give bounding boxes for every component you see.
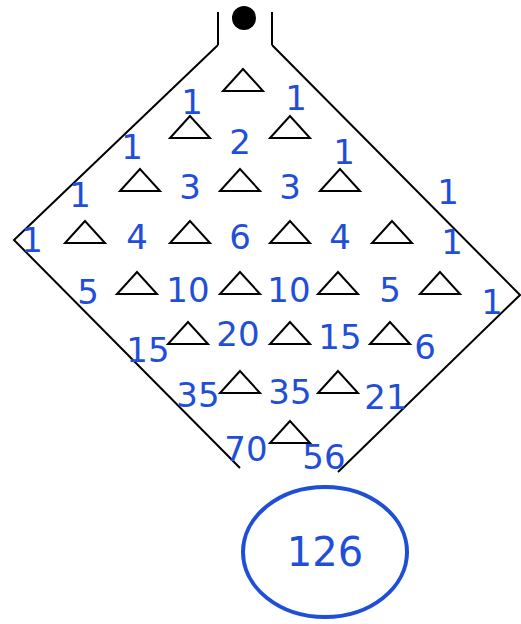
path-count: 1 <box>437 175 459 209</box>
peg <box>270 322 310 344</box>
peg <box>117 272 157 294</box>
channel-wall <box>271 12 273 45</box>
path-count: 1 <box>21 223 43 257</box>
peg <box>170 221 210 243</box>
peg <box>318 272 358 294</box>
peg <box>318 371 358 393</box>
peg <box>372 221 412 243</box>
path-count: 3 <box>279 170 301 204</box>
path-count: 35 <box>176 378 219 412</box>
peg <box>320 169 360 191</box>
path-count: 1 <box>441 225 463 259</box>
path-count: 1 <box>121 130 143 164</box>
path-count: 1 <box>333 135 355 169</box>
ball <box>232 6 256 30</box>
path-count: 35 <box>268 375 311 409</box>
peg <box>420 272 460 294</box>
path-count: 3 <box>179 170 201 204</box>
peg <box>220 272 260 294</box>
answer-circle: 126 <box>240 484 410 620</box>
circle-outline <box>243 487 407 617</box>
peg <box>270 221 310 243</box>
path-count: 1 <box>285 81 307 115</box>
path-count: 4 <box>329 220 351 254</box>
peg <box>168 322 208 344</box>
path-count: 15 <box>318 320 361 354</box>
path-count: 4 <box>126 220 148 254</box>
path-count: 10 <box>166 273 209 307</box>
peg <box>170 116 210 138</box>
peg <box>220 371 260 393</box>
peg <box>370 322 410 344</box>
channel-wall <box>217 12 219 45</box>
peg <box>120 169 160 191</box>
path-count: 2 <box>229 125 251 159</box>
peg <box>270 116 310 138</box>
path-count: 5 <box>77 275 99 309</box>
total-count: 126 <box>287 532 363 572</box>
path-count: 15 <box>126 333 169 367</box>
path-count: 1 <box>69 178 91 212</box>
board-outline <box>14 45 240 468</box>
path-count: 6 <box>414 330 436 364</box>
peg <box>65 221 105 243</box>
path-count: 56 <box>302 440 345 474</box>
path-count: 6 <box>229 220 251 254</box>
path-count: 5 <box>379 273 401 307</box>
path-count: 10 <box>267 273 310 307</box>
path-count: 21 <box>364 380 407 414</box>
pegs <box>65 69 460 443</box>
peg <box>220 169 260 191</box>
peg <box>223 69 263 91</box>
path-count: 1 <box>481 285 503 319</box>
path-count: 20 <box>216 317 259 351</box>
path-count: 1 <box>181 85 203 119</box>
path-count: 70 <box>224 432 267 466</box>
